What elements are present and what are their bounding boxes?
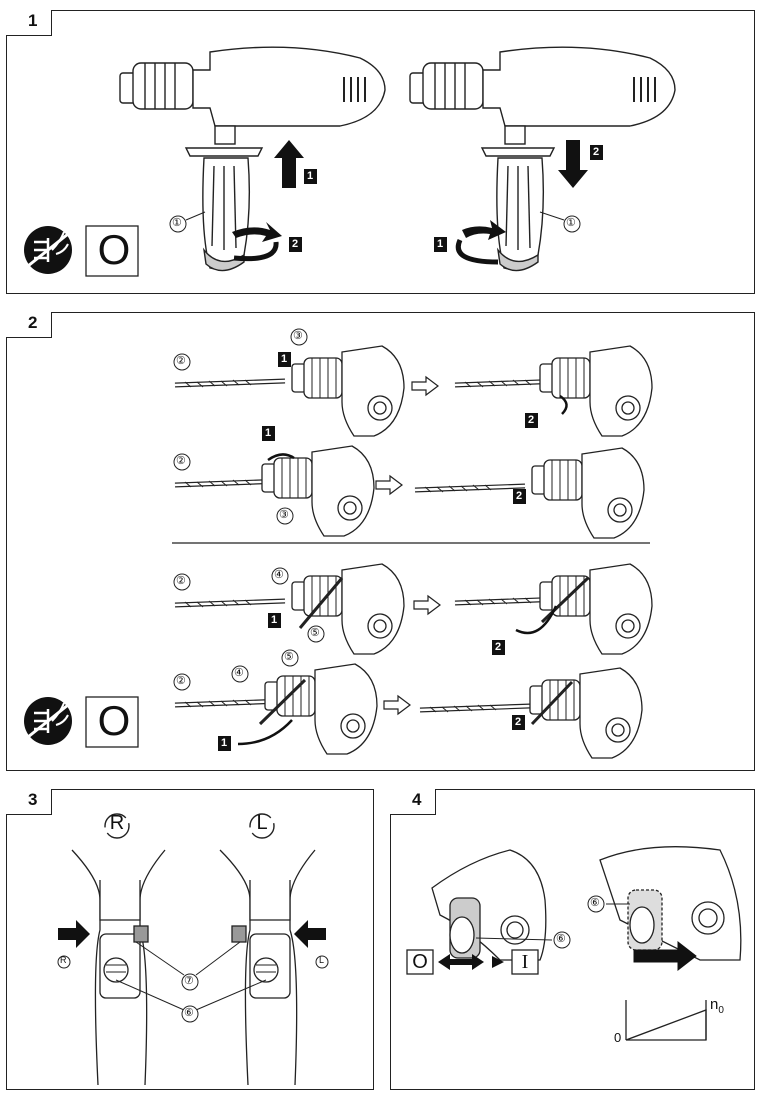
callout: ② — [176, 355, 186, 367]
off-switch-box — [85, 696, 139, 748]
callout: ④ — [274, 569, 284, 581]
rotation-right-marker: R — [60, 955, 67, 965]
panel-2-tab: 2 — [6, 312, 52, 338]
panel-1-number: 1 — [28, 11, 38, 30]
arrow-up — [274, 140, 304, 188]
callout: ② — [176, 575, 186, 587]
callout: ⑤ — [310, 627, 320, 639]
step-label: 1 — [271, 614, 278, 626]
step-label: 2 — [495, 641, 502, 653]
panel-2 — [6, 312, 755, 771]
switch-on-symbol: I — [521, 951, 529, 973]
callout: ⑤ — [284, 651, 294, 663]
rotation-left-marker: L — [319, 955, 325, 965]
callout: ③ — [279, 509, 289, 521]
callout: ③ — [293, 330, 303, 342]
callout: ④ — [234, 667, 244, 679]
step-label: 1 — [265, 427, 272, 439]
panel-4-number: 4 — [412, 790, 422, 809]
step-label: 2 — [515, 716, 522, 728]
panel-2-number: 2 — [28, 313, 38, 332]
rotation-right-symbol: R — [109, 812, 125, 834]
callout-1-right: ① — [566, 217, 576, 229]
step-label: 2 — [292, 238, 299, 250]
step-label: 2 — [516, 490, 523, 502]
arrow-down — [558, 140, 588, 188]
unplug-icon — [24, 697, 72, 745]
panel-3-tab: 3 — [6, 789, 52, 815]
callout-1-left: ① — [172, 217, 182, 229]
step-label: 2 — [593, 146, 600, 158]
step-label: 2 — [528, 414, 535, 426]
unplug-icon — [24, 226, 72, 274]
callout: ② — [176, 455, 186, 467]
speed-max-label: n0 — [710, 996, 724, 1016]
panel-3 — [6, 789, 374, 1090]
drill-left — [119, 46, 386, 272]
panel-1-tab: 1 — [6, 10, 52, 36]
panel-4-tab: 4 — [390, 789, 436, 815]
callout: ⑥ — [184, 1007, 194, 1019]
callout: ⑥ — [590, 897, 600, 909]
callout: ② — [176, 675, 186, 687]
switch-off-label-2: O — [97, 697, 131, 744]
panel-1 — [6, 10, 755, 294]
step-label: 1 — [307, 170, 314, 182]
off-switch-box — [85, 225, 139, 277]
panel-4 — [390, 789, 755, 1090]
step-label: 1 — [221, 737, 228, 749]
callout: ⑥ — [556, 933, 566, 945]
drill-right — [409, 46, 676, 272]
switch-off-label-1: O — [97, 226, 131, 273]
speed-zero-label: 0 — [614, 1030, 622, 1045]
step-label: 1 — [281, 353, 288, 365]
switch-off-symbol: O — [412, 951, 428, 973]
rotation-left-symbol: L — [256, 812, 268, 834]
step-label: 1 — [437, 238, 444, 250]
panel-3-number: 3 — [28, 790, 38, 809]
callout: ⑦ — [184, 975, 194, 987]
